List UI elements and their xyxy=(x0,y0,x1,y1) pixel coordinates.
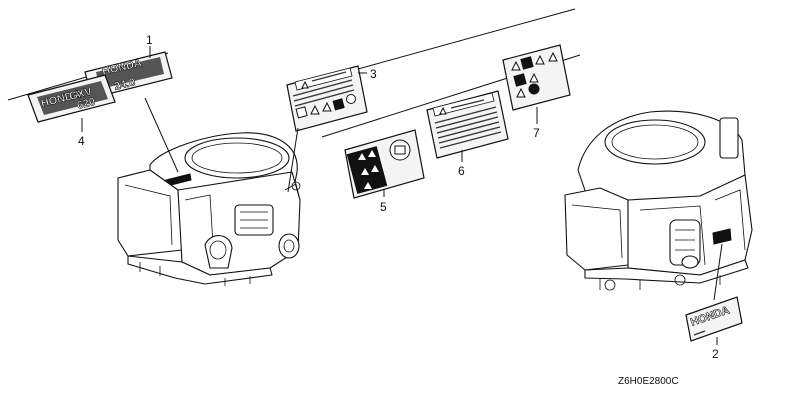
callout-3: 3 xyxy=(370,67,377,81)
label-5-icon-panel xyxy=(344,129,425,199)
callout-1: 1 xyxy=(146,33,153,47)
callout-6: 6 xyxy=(458,164,465,178)
label-3-warning xyxy=(286,65,368,132)
callout-2: 2 xyxy=(712,347,719,361)
label-6-text xyxy=(426,90,509,159)
callouts: 1 2 3 4 5 6 7 xyxy=(78,33,719,361)
label-7-icon-grid xyxy=(502,44,571,111)
label-2-tag: HONDA xyxy=(685,296,743,342)
label-4-emblem: HONDA GXV 620 xyxy=(27,74,116,123)
reference-code: Z6H0E2800C xyxy=(618,376,679,387)
callout-7: 7 xyxy=(533,126,540,140)
callout-4: 4 xyxy=(78,134,85,148)
engine-right xyxy=(564,110,753,291)
leader-lines xyxy=(81,46,723,345)
callout-5: 5 xyxy=(380,200,387,214)
label-1-model: 24.0 xyxy=(113,76,137,93)
label-4-model: GXV xyxy=(68,85,94,102)
engine-left xyxy=(117,132,301,286)
label-4-model-b: 620 xyxy=(76,96,97,112)
